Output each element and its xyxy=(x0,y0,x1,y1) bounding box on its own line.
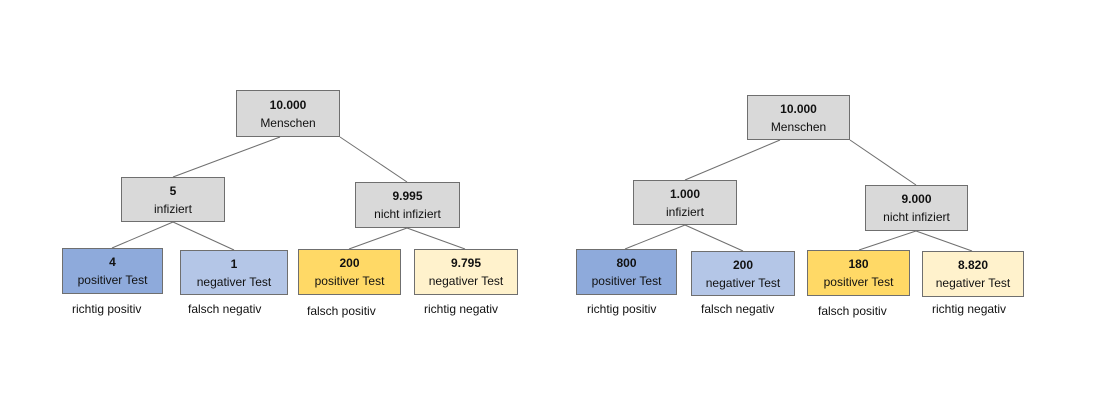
leaf-label: positiver Test xyxy=(77,273,148,287)
leaf-label: negativer Test xyxy=(428,274,504,288)
not-infected-node: 9.000 nicht infiziert xyxy=(865,185,968,231)
leaf-false-positive: 180 positiver Test xyxy=(807,250,910,296)
edge-infected-pos-1 xyxy=(111,221,174,249)
edge-infected-pos-2 xyxy=(624,224,686,250)
leaf-value: 1 xyxy=(230,256,238,271)
edge-infected-neg-1 xyxy=(172,221,235,251)
leaf-false-negative: 200 negativer Test xyxy=(691,251,795,296)
infected-node: 1.000 infiziert xyxy=(633,180,737,225)
leaf-value: 200 xyxy=(732,257,754,272)
edge-root-not-infected-1 xyxy=(339,136,408,183)
caption-true-negative: richtig negativ xyxy=(424,302,499,316)
leaf-value: 200 xyxy=(339,256,360,270)
leaf-label: positiver Test xyxy=(591,274,662,288)
infected-value: 5 xyxy=(169,183,177,198)
edge-notinf-pos-1 xyxy=(348,227,408,250)
root-label: Menschen xyxy=(260,115,316,130)
root-label: Menschen xyxy=(770,119,827,134)
edge-infected-neg-2 xyxy=(684,224,744,252)
leaf-label: negativer Test xyxy=(196,274,272,289)
caption-false-positive: falsch positiv xyxy=(307,304,376,318)
root-value: 10.000 xyxy=(269,97,307,112)
leaf-value: 4 xyxy=(109,255,116,269)
caption-false-negative: falsch negativ xyxy=(188,302,262,316)
caption-false-positive: falsch positiv xyxy=(818,304,887,318)
not-infected-value: 9.000 xyxy=(901,192,932,206)
leaf-true-negative: 9.795 negativer Test xyxy=(414,249,518,295)
not-infected-label: nicht infiziert xyxy=(883,210,950,224)
leaf-true-positive: 800 positiver Test xyxy=(576,249,677,295)
not-infected-label: nicht infiziert xyxy=(374,207,441,221)
infected-label: infiziert xyxy=(153,201,192,216)
leaf-false-negative: 1 negativer Test xyxy=(180,250,288,295)
not-infected-node: 9.995 nicht infiziert xyxy=(355,182,460,228)
infected-node: 5 infiziert xyxy=(121,177,225,222)
infected-value: 1.000 xyxy=(669,186,701,201)
leaf-true-positive: 4 positiver Test xyxy=(62,248,163,294)
caption-true-positive: richtig positiv xyxy=(587,302,657,316)
root-node: 10.000 Menschen xyxy=(747,95,850,140)
leaf-false-positive: 200 positiver Test xyxy=(298,249,401,295)
infected-label: infiziert xyxy=(665,204,704,219)
leaf-true-negative: 8.820 negativer Test xyxy=(922,251,1024,297)
caption-false-negative: falsch negativ xyxy=(701,302,775,316)
root-node: 10.000 Menschen xyxy=(236,90,340,137)
leaf-label: negativer Test xyxy=(705,275,781,290)
leaf-value: 8.820 xyxy=(957,258,989,272)
edge-root-not-infected-2 xyxy=(849,139,917,186)
leaf-label: negativer Test xyxy=(935,276,1011,290)
root-value: 10.000 xyxy=(780,101,817,116)
leaf-value: 180 xyxy=(848,257,869,271)
caption-true-positive: richtig positiv xyxy=(72,302,142,316)
not-infected-value: 9.995 xyxy=(392,189,423,203)
edge-root-infected-2 xyxy=(684,139,781,181)
edge-notinf-pos-2 xyxy=(858,230,917,251)
leaf-value: 800 xyxy=(616,256,637,270)
leaf-label: positiver Test xyxy=(823,275,894,289)
edge-notinf-neg-2 xyxy=(915,230,973,252)
leaf-label: positiver Test xyxy=(314,274,385,288)
caption-true-negative: richtig negativ xyxy=(932,302,1007,316)
edge-root-infected-1 xyxy=(172,136,281,178)
leaf-value: 9.795 xyxy=(450,256,482,270)
edge-notinf-neg-1 xyxy=(406,227,466,250)
